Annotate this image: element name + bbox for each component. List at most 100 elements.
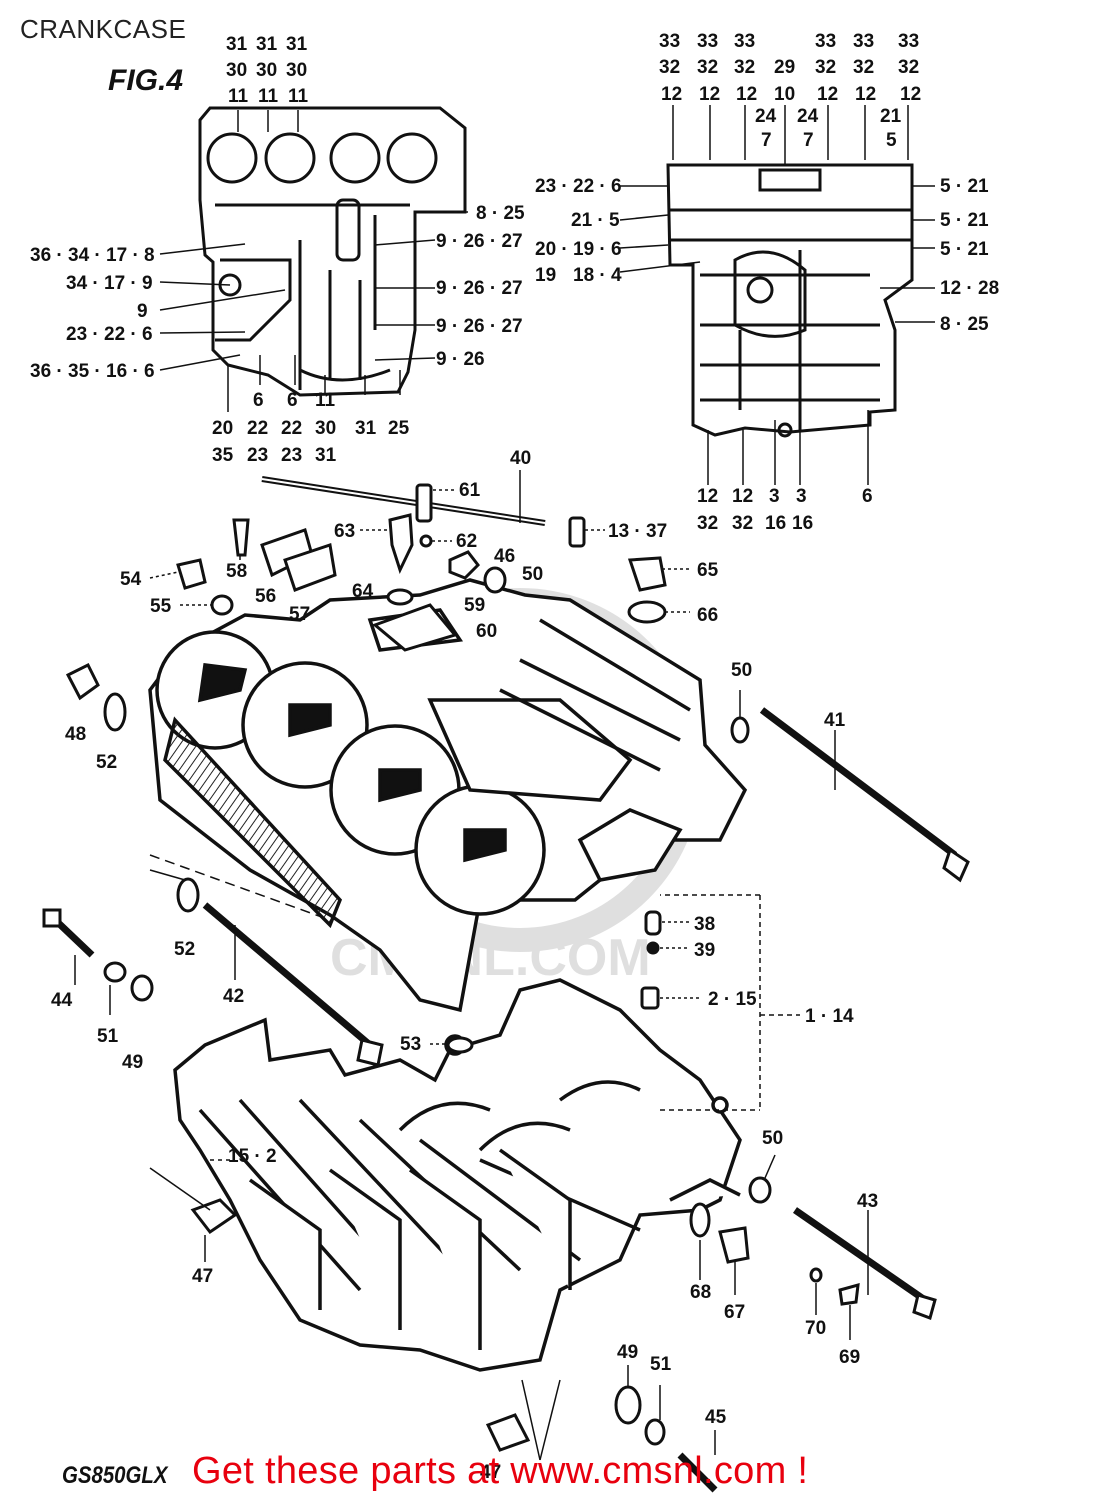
- plug-47-lower: [485, 1413, 531, 1452]
- callout: 47: [480, 1462, 501, 1483]
- callout: 12: [699, 84, 720, 105]
- callout: 32: [732, 513, 753, 534]
- callout: 40: [510, 448, 531, 469]
- small-parts: [42, 476, 970, 1493]
- upper-left-leaders: [159, 110, 470, 412]
- stud-41-head: [942, 847, 970, 883]
- callout: 49: [122, 1052, 143, 1073]
- callout: 65: [697, 560, 719, 581]
- bolt-58: [232, 518, 250, 557]
- callout: 2 · 15: [708, 989, 757, 1010]
- nut-48: [65, 662, 100, 701]
- callout: 29: [774, 57, 795, 78]
- washer-49: [130, 974, 154, 1002]
- callout: 12 · 28: [940, 278, 999, 299]
- callout: 70: [805, 1318, 826, 1339]
- callout: 32: [734, 57, 755, 78]
- callout: 25: [388, 418, 410, 439]
- callout: 9: [137, 301, 148, 322]
- callout: 39: [694, 940, 715, 961]
- callout: 3: [769, 486, 780, 507]
- washer-51: [103, 961, 127, 983]
- callout: 30: [226, 60, 247, 81]
- callout: 20: [212, 418, 233, 439]
- callout: 11: [228, 86, 249, 107]
- figure-label: FIG.4: [108, 64, 184, 97]
- callout: 6: [253, 390, 264, 411]
- callout: 11: [258, 86, 279, 107]
- callout: 58: [226, 561, 247, 582]
- callout: 32: [853, 57, 874, 78]
- callout: 16: [765, 513, 786, 534]
- callout: 47: [192, 1266, 213, 1287]
- washer-70: [809, 1267, 823, 1283]
- callout: 31: [286, 34, 308, 55]
- bolt-54: [176, 558, 207, 590]
- callout: 68: [690, 1282, 711, 1303]
- washer-51-lower: [644, 1418, 666, 1446]
- callout: 11: [288, 86, 309, 107]
- callout: 51: [650, 1354, 672, 1375]
- upper-crankcase-body: [148, 578, 748, 1013]
- callout: 64: [352, 581, 374, 602]
- callout: 13 · 37: [608, 521, 667, 542]
- callout: 69: [839, 1347, 860, 1368]
- callout: 63: [334, 521, 355, 542]
- callout: 60: [476, 621, 497, 642]
- washer-66: [627, 600, 667, 624]
- stud-43-head: [912, 1293, 937, 1320]
- callout: 24: [755, 106, 777, 127]
- callout: 33: [898, 31, 919, 52]
- callout: 7: [803, 130, 814, 151]
- callout: 31: [256, 34, 278, 55]
- callout: 21: [880, 106, 902, 127]
- callout: 1 · 14: [805, 1006, 854, 1027]
- callout: 52: [96, 752, 117, 773]
- oring-53: [446, 1036, 474, 1054]
- callout: 31: [226, 34, 248, 55]
- callout: 9 · 26 · 27: [436, 231, 523, 252]
- callout: 38: [694, 914, 715, 935]
- callout: 35: [212, 445, 234, 466]
- callout: 55: [150, 596, 172, 617]
- bolt-44-head: [42, 908, 62, 928]
- callout: 7: [761, 130, 772, 151]
- dowel-2-15: [640, 986, 660, 1010]
- callout: 61: [459, 480, 481, 501]
- washer-68: [689, 1202, 711, 1238]
- lower-crankcase-body: [173, 978, 742, 1372]
- callout: 12: [697, 486, 718, 507]
- model-label: GS850GLX: [62, 1462, 168, 1489]
- promo-link[interactable]: Get these parts at www.cmsnl.com !: [192, 1450, 809, 1492]
- callout: 36 · 35 · 16 · 6: [30, 361, 155, 382]
- gasket-57: [283, 543, 337, 592]
- callout: 32: [697, 513, 718, 534]
- callout: 48: [65, 724, 86, 745]
- callout: 32: [898, 57, 919, 78]
- callout: 9 · 26 · 27: [436, 278, 523, 299]
- plug-13-37: [568, 516, 586, 548]
- callout: 12: [900, 84, 921, 105]
- callout: 31: [315, 445, 337, 466]
- callout: 51: [97, 1026, 119, 1047]
- callout: 23 · 22 · 6: [66, 324, 153, 345]
- washer-52-lower: [176, 877, 200, 913]
- callout: 3: [796, 486, 807, 507]
- callout: 42: [223, 986, 244, 1007]
- page-title: CRANKCASE: [20, 14, 187, 44]
- callout: 5 · 21: [940, 239, 989, 260]
- callout: 6: [287, 390, 298, 411]
- callout: 23: [247, 445, 268, 466]
- callout: 33: [659, 31, 680, 52]
- callout: 22: [247, 418, 268, 439]
- stud-43: [793, 1207, 927, 1303]
- washer-52: [103, 692, 127, 732]
- callout: 11: [315, 390, 336, 411]
- callout: 12: [855, 84, 876, 105]
- callout: 33: [734, 31, 755, 52]
- callout: 50: [522, 564, 543, 585]
- plug-47: [190, 1198, 238, 1235]
- callout: 59: [464, 595, 485, 616]
- bolt-61: [415, 483, 433, 523]
